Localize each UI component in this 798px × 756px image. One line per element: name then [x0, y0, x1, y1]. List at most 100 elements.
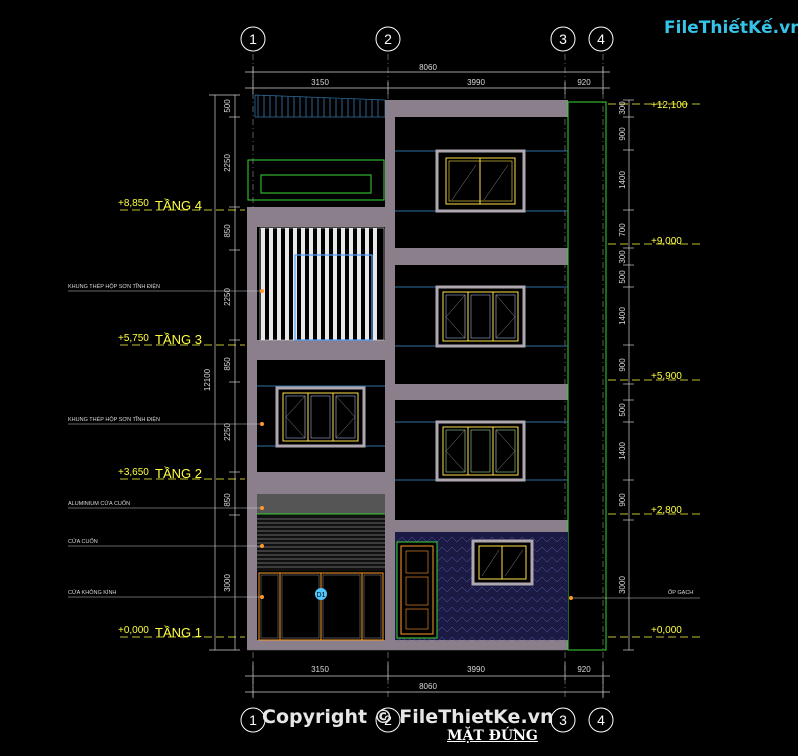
- dim-right-0: 300: [618, 101, 627, 115]
- note-aluminium: ALUMINIUM CỬA CUỐN: [68, 500, 130, 507]
- right-parapet: [385, 100, 568, 117]
- ground-plinth: [247, 640, 568, 650]
- level-right-0: +12,100: [651, 100, 688, 111]
- dim-top-seg3: 920: [577, 78, 591, 87]
- watermark-logo: FileThiếtKế.vn: [660, 12, 798, 42]
- window-floor1-right: [471, 539, 534, 586]
- level-left-name-2: TẦNG 2: [155, 466, 202, 481]
- dim-lines-bottom: [245, 662, 610, 698]
- dim-left-total: 12100: [203, 368, 212, 391]
- grid-bubble-2-top: [375, 26, 401, 52]
- grid-bubble-2-bottom: [375, 707, 401, 733]
- level-right-2: +5,900: [651, 371, 682, 382]
- dim-right-8: 500: [618, 403, 627, 417]
- building: D1: [247, 94, 607, 651]
- slab-floor3-left: [247, 340, 395, 360]
- window-floor3: [435, 285, 526, 348]
- dim-left-6: 850: [223, 493, 232, 507]
- dim-right-5: 500: [618, 270, 627, 284]
- grid-bubble-1-bottom: [240, 707, 266, 733]
- dim-right-4: 300: [618, 250, 627, 264]
- dim-left-0: 500: [223, 99, 232, 113]
- dim-lines-top: [245, 66, 610, 94]
- level-left-name-0: TẦNG 4: [155, 198, 202, 213]
- right-column: [567, 101, 607, 651]
- drawing-title: MẶT ĐỨNG: [447, 728, 538, 744]
- level-marks-left: +8,850 +5,750 +3,650 +0,000 TẦNG 4 TẦNG …: [118, 198, 245, 640]
- window-floor2-left: [275, 386, 366, 448]
- dim-left-7: 3000: [223, 574, 232, 592]
- grid-label-1-top: 1: [249, 31, 257, 47]
- door-tag-marker: [315, 588, 327, 600]
- top-frame: [247, 159, 385, 201]
- main-door: [396, 541, 438, 639]
- note-frameless-door: CỬA KHÔNG KÍNH: [68, 589, 116, 596]
- dim-right-9: 1400: [618, 442, 627, 460]
- slab-floor4-left: [247, 207, 395, 227]
- roof-hatch: [254, 94, 386, 118]
- dim-right-11: 3000: [618, 576, 627, 594]
- dim-top-overall: 8060: [419, 63, 437, 72]
- glass-door-set: [258, 572, 384, 641]
- dim-right-3: 700: [618, 223, 627, 237]
- window-floor4: [435, 149, 526, 213]
- level-right-1: +9,000: [651, 236, 682, 247]
- top-sign-box: [260, 174, 372, 194]
- grid-label-4-bottom: 4: [597, 712, 605, 728]
- note-steel-frame-2: KHUNG THÉP HỘP SƠN TĨNH ĐIỆN: [68, 415, 160, 423]
- aluminium-band: [257, 494, 385, 514]
- dim-bottom-seg3: 920: [577, 665, 591, 674]
- level-left-name-1: TẦNG 3: [155, 332, 202, 347]
- dim-right-10: 900: [618, 493, 627, 507]
- level-marks-right: +12,100 +9,000 +5,900 +2,800 +0,000: [608, 100, 700, 638]
- note-steel-frame-1: KHUNG THÉP HỘP SƠN TĨNH ĐIỆN: [68, 282, 160, 290]
- dim-lines-right: [623, 99, 634, 651]
- grid-label-4-top: 4: [597, 31, 605, 47]
- level-left-elev-2: +3,650: [118, 467, 149, 478]
- dim-bottom-overall: 8060: [419, 682, 437, 691]
- annotation-leaders: KHUNG THÉP HỘP SƠN TĨNH ĐIỆN KHUNG THÉP …: [68, 282, 700, 600]
- dim-lines-left: [209, 94, 240, 651]
- dim-left-5: 2250: [223, 423, 232, 441]
- level-right-4: +0,000: [651, 625, 682, 636]
- slab-floor2-right: [395, 384, 568, 400]
- grid-bubble-3-bottom: [550, 707, 576, 733]
- dim-right-2: 1400: [618, 171, 627, 189]
- grid-label-1-bottom: 1: [249, 712, 257, 728]
- party-wall-center: [385, 100, 395, 650]
- dim-top-seg1: 3150: [311, 78, 329, 87]
- copyright-watermark: Copyright © FileThietKe.vn: [262, 706, 554, 728]
- slab-floor2-left: [247, 472, 395, 494]
- note-roller-door: CỬA CUỐN: [68, 538, 98, 545]
- dim-left-1: 2250: [223, 154, 232, 172]
- slab-floor1-right: [395, 520, 568, 532]
- grid-bubble-4-bottom: [588, 707, 614, 733]
- steel-grille: [259, 227, 385, 341]
- grid-bubble-1-top: [240, 26, 266, 52]
- dim-right-6: 1400: [618, 307, 627, 325]
- dim-bottom-seg2: 3990: [467, 665, 485, 674]
- dim-left-3: 2250: [223, 288, 232, 306]
- level-left-elev-1: +5,750: [118, 333, 149, 344]
- watermark-logo-text: FileThiếtKế.vn: [664, 18, 798, 38]
- door-tag: D1: [317, 592, 326, 599]
- level-left-elev-3: +0,000: [118, 625, 149, 636]
- grid-label-2-top: 2: [384, 31, 392, 47]
- dim-bottom-seg1: 3150: [311, 665, 329, 674]
- left-wall: [247, 207, 257, 650]
- grid-label-3-bottom: 3: [559, 712, 567, 728]
- slab-floor3-right: [395, 248, 568, 265]
- level-left-name-3: TẦNG 1: [155, 625, 202, 640]
- grid-label-3-top: 3: [559, 31, 567, 47]
- dim-left-2: 850: [223, 224, 232, 238]
- dim-top-seg2: 3990: [467, 78, 485, 87]
- level-left-elev-0: +8,850: [118, 198, 149, 209]
- level-right-3: +2,800: [651, 505, 682, 516]
- grid-bubble-3-top: [550, 26, 576, 52]
- note-tile: ỐP GẠCH: [668, 589, 693, 596]
- grid-label-2-bottom: 2: [384, 712, 392, 728]
- roller-shutter: [257, 515, 385, 571]
- dim-left-4: 850: [223, 357, 232, 371]
- dim-right-1: 900: [618, 127, 627, 141]
